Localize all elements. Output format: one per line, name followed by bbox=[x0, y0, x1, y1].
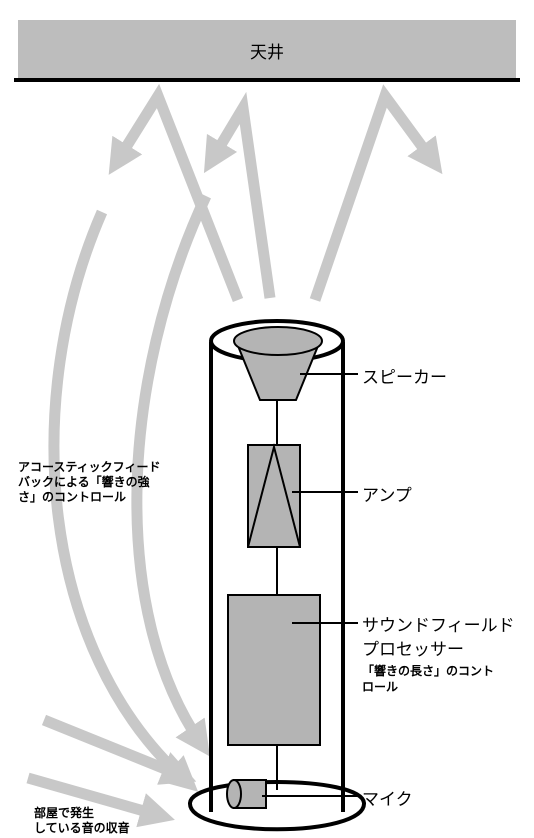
mic bbox=[226, 779, 267, 809]
feedback-label-line1: アコースティックフィード bbox=[18, 460, 161, 474]
processor-note-line2: ロール bbox=[362, 680, 399, 694]
leader-lines bbox=[262, 373, 358, 797]
feedback-label-line2: バックによる「響きの強 bbox=[18, 475, 150, 489]
feedback-arrow-inner bbox=[131, 193, 211, 757]
amp bbox=[247, 443, 301, 548]
processor-label-line2: プロセッサー bbox=[362, 640, 464, 660]
reflection-arrow-right bbox=[309, 84, 443, 302]
room-arrow-lower bbox=[26, 772, 175, 828]
processor-label-line1: サウンドフィールド bbox=[362, 616, 515, 636]
speaker-label: スピーカー bbox=[362, 368, 447, 388]
room-arrow-upper bbox=[41, 714, 197, 785]
reflection-arrows bbox=[108, 83, 443, 303]
speaker bbox=[233, 326, 323, 401]
processor-body bbox=[227, 594, 321, 746]
reflection-arrow-center bbox=[203, 91, 276, 299]
processor-note-line1: 「響きの長さ」のコント bbox=[362, 664, 495, 678]
amp-label: アンプ bbox=[362, 486, 412, 506]
reflection-arrow-left bbox=[108, 83, 244, 303]
room-sound-arrows bbox=[26, 714, 197, 828]
feedback-arrows bbox=[48, 193, 211, 792]
feedback-arrow-outer bbox=[48, 209, 199, 792]
speaker-cone-top bbox=[233, 326, 323, 356]
feedback-label-line3: さ」のコントロール bbox=[18, 490, 127, 504]
amp-symbol bbox=[247, 443, 301, 548]
ceiling-label: 天井 bbox=[250, 43, 284, 63]
room-label-line2: している音の収音 bbox=[34, 821, 130, 835]
ceiling-block bbox=[18, 20, 516, 78]
amp-body bbox=[247, 444, 301, 548]
room-label-line1: 部屋で発生 bbox=[34, 806, 95, 820]
mic-label: マイク bbox=[362, 790, 413, 810]
mic-face bbox=[226, 779, 242, 809]
